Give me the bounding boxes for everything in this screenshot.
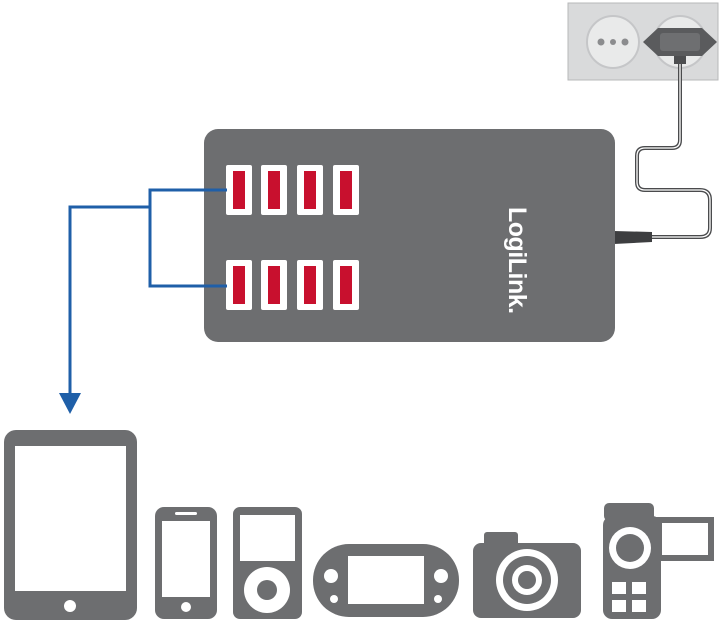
power-cable: [635, 64, 712, 239]
brand-logo: LogiLink.: [503, 207, 531, 314]
usb-port: [261, 165, 287, 215]
usb-port: [226, 260, 252, 310]
usb-port: [333, 165, 359, 215]
socket-left-icon: [586, 15, 640, 69]
wall-outlet: [567, 2, 719, 81]
connection-lines: [68, 188, 227, 393]
usb-port: [226, 165, 252, 215]
usb-port: [333, 260, 359, 310]
usb-port: [261, 260, 287, 310]
handheld-console-icon: [313, 544, 459, 617]
arrow-head-icon: [59, 393, 81, 414]
camcorder-icon: [603, 503, 714, 619]
tablet-icon: [4, 430, 137, 620]
mp3-player-icon: [233, 507, 302, 619]
usb-port: [297, 260, 323, 310]
power-plug-icon: [643, 28, 717, 64]
usb-charging-hub: [204, 129, 615, 342]
cable-connector: [614, 231, 652, 244]
camera-icon: [473, 532, 581, 618]
smartphone-icon: [155, 507, 217, 619]
usb-port: [297, 165, 323, 215]
